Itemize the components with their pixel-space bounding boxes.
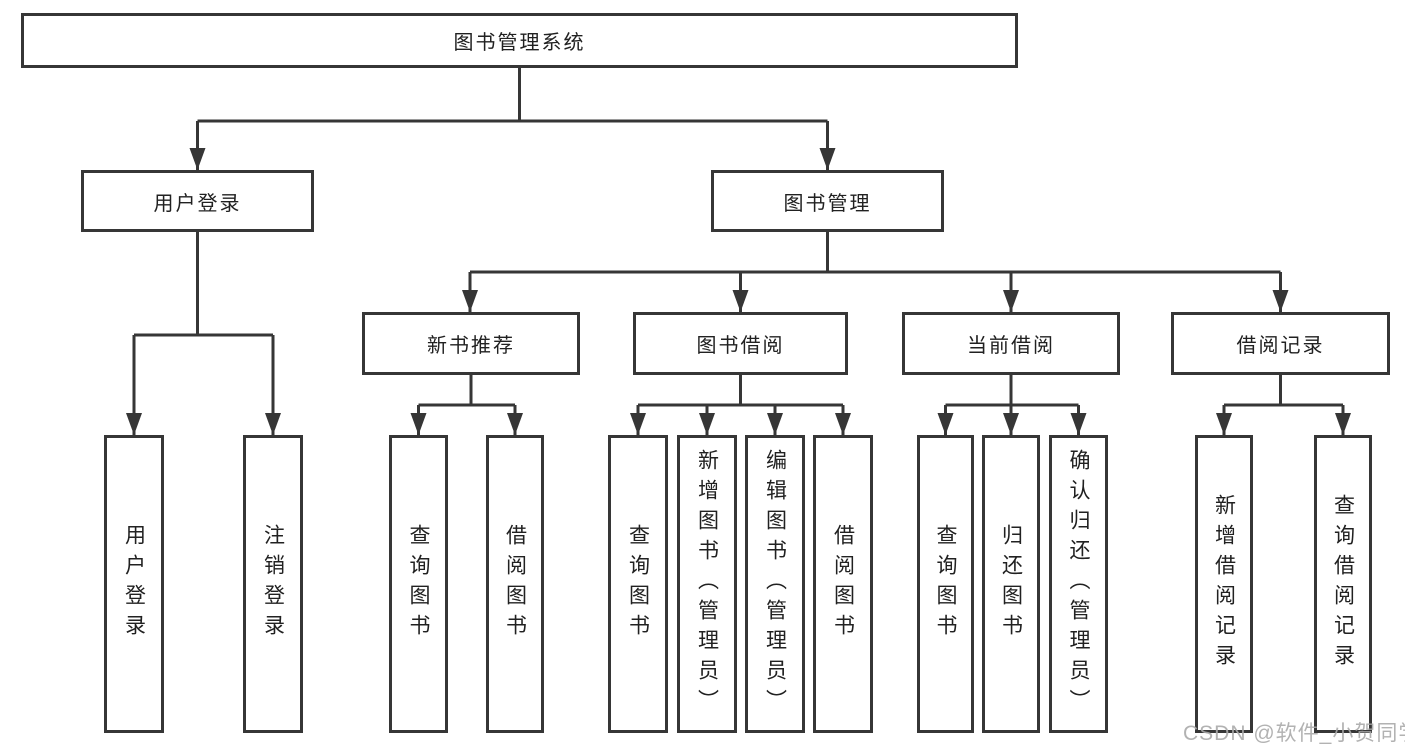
node-leaf-label: 归还图书 (999, 524, 1023, 644)
connector-borrow-record-children (1216, 375, 1351, 435)
node-leaf-label: 编辑图书（管理员） (763, 449, 787, 719)
csdn-watermark: CSDN @软件_小贺同学 (1183, 722, 1405, 745)
node-leaf-edit-books-admin: 编辑图书（管理员） (745, 435, 805, 733)
node-user-login-branch-label: 用户登录 (153, 192, 242, 215)
node-book-borrow: 图书借阅 (633, 312, 848, 375)
node-book-borrow-label: 图书借阅 (696, 335, 785, 357)
node-leaf-borrow-books-2: 借阅图书 (813, 435, 873, 733)
node-leaf-query-books-3: 查询图书 (917, 435, 974, 733)
node-leaf-label: 注销登录 (261, 524, 285, 644)
node-leaf-label: 新增图书（管理员） (695, 449, 719, 719)
node-root-label: 图书管理系统 (453, 32, 586, 54)
node-borrow-record-label: 借阅记录 (1236, 335, 1325, 357)
node-book-management-branch-label: 图书管理 (783, 192, 872, 215)
node-leaf-user-login: 用户登录 (104, 435, 164, 733)
connector-book-borrow-children (630, 375, 851, 435)
node-leaf-label: 确认归还（管理员） (1067, 449, 1090, 719)
node-book-management-branch: 图书管理 (711, 170, 944, 232)
node-leaf-confirm-return-admin: 确认归还（管理员） (1049, 435, 1108, 733)
node-leaf-label: 新增借阅记录 (1212, 494, 1236, 674)
connector-current-borrow-children (937, 375, 1087, 435)
node-leaf-logout: 注销登录 (243, 435, 303, 733)
node-leaf-label: 用户登录 (122, 524, 146, 644)
node-leaf-query-borrow-record: 查询借阅记录 (1314, 435, 1372, 733)
node-borrow-record: 借阅记录 (1171, 312, 1390, 375)
node-leaf-query-books-1: 查询图书 (389, 435, 448, 733)
node-leaf-query-books-2: 查询图书 (608, 435, 668, 733)
node-current-borrow: 当前借阅 (902, 312, 1120, 375)
node-leaf-return-books: 归还图书 (982, 435, 1040, 733)
node-leaf-label: 借阅图书 (831, 524, 855, 644)
node-leaf-label: 借阅图书 (503, 524, 527, 644)
node-leaf-borrow-books-1: 借阅图书 (486, 435, 544, 733)
node-leaf-add-borrow-record: 新增借阅记录 (1195, 435, 1253, 733)
node-leaf-label: 查询图书 (934, 524, 957, 644)
node-leaf-label: 查询图书 (407, 524, 430, 644)
node-user-login-branch: 用户登录 (81, 170, 314, 232)
node-leaf-label: 查询图书 (626, 524, 650, 644)
connector-book-management-to-level3 (462, 232, 1289, 312)
node-new-book-recommend: 新书推荐 (362, 312, 580, 375)
connector-new-book-recommend-children (410, 375, 523, 435)
node-leaf-add-books-admin: 新增图书（管理员） (677, 435, 737, 733)
node-new-book-recommend-label: 新书推荐 (427, 335, 515, 357)
connector-user-login-children (126, 232, 281, 435)
connector-root-to-level2 (189, 68, 836, 170)
node-current-borrow-label: 当前借阅 (967, 335, 1055, 357)
node-root: 图书管理系统 (21, 13, 1018, 68)
node-leaf-label: 查询借阅记录 (1331, 494, 1355, 674)
